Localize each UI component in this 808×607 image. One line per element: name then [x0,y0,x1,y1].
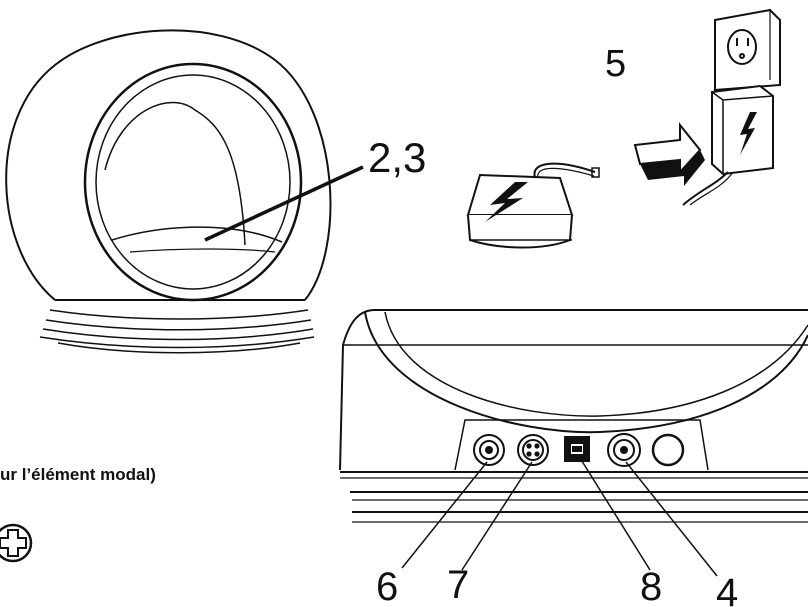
sphere-unit [5,29,332,354]
arrow-icon [633,122,705,186]
power-adapter [466,162,600,249]
plug-lightning-icon [740,112,757,155]
av-out-port [607,433,641,467]
power-button[interactable] [651,433,685,467]
callout-line-4 [625,461,718,577]
modal-caption: ur l’élément modal) [0,465,156,484]
circle-plus-icon [0,523,33,563]
callout-label-8: 8 [640,565,662,607]
lightning-bolt-icon [485,182,528,222]
callout-line-2-3 [204,165,364,242]
s-video-port [517,434,549,466]
callout-label-2-3: 2,3 [368,134,426,181]
callout-label-5: 5 [605,43,626,85]
callout-label-4: 4 [716,571,738,607]
usb-port [564,436,590,462]
callout-line-7 [461,461,533,571]
callout-line-8 [579,457,651,571]
callout-label-7: 7 [447,563,469,607]
callout-line-6 [401,461,488,569]
base-unit [339,309,808,523]
callout-label-6: 6 [376,565,398,607]
power-jack-port [473,434,505,466]
wall-outlet [714,8,781,92]
